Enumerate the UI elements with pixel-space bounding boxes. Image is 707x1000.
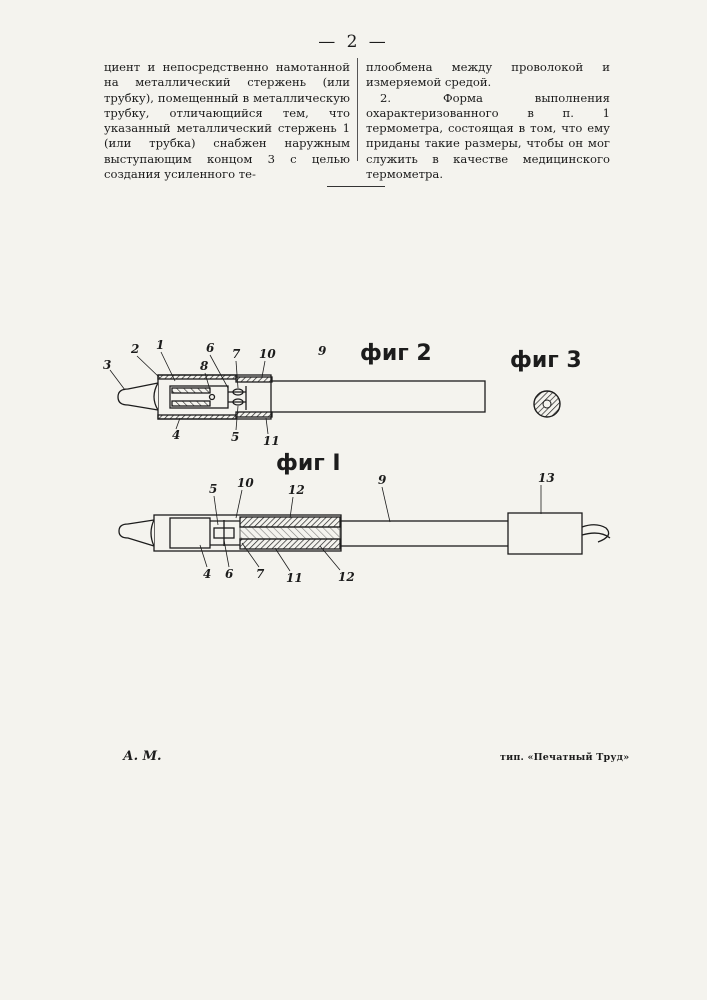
fig1-label-7: 7 bbox=[256, 567, 265, 581]
fig2-label-10: 10 bbox=[259, 347, 276, 361]
fig2-label-1: 1 bbox=[156, 338, 164, 352]
fig1-label-11: 11 bbox=[286, 571, 303, 585]
fig3-title: фиг 3 bbox=[510, 348, 582, 373]
footer-printer: тип. «Печатный Труд» bbox=[500, 752, 629, 763]
fig2-label-2: 2 bbox=[130, 342, 139, 356]
fig2-title: фиг 2 bbox=[360, 341, 432, 366]
footer-initials: А. М. bbox=[123, 749, 162, 764]
fig2-label-7: 7 bbox=[232, 347, 241, 361]
fig1-label-6: 6 bbox=[225, 567, 234, 581]
fig1-label-4: 4 bbox=[203, 567, 211, 581]
fig1-label-9: 9 bbox=[378, 473, 387, 487]
fig2-label-9: 9 bbox=[318, 344, 327, 358]
fig2-label-11: 11 bbox=[263, 434, 280, 448]
fig1-label-5: 5 bbox=[209, 482, 217, 496]
fig1-label-13: 13 bbox=[538, 471, 555, 485]
fig2-label-6: 6 bbox=[206, 341, 215, 355]
figure-3-cross-section bbox=[534, 391, 560, 417]
fig1-label-12-bottom: 12 bbox=[338, 570, 355, 584]
fig1-title: фиг I bbox=[276, 451, 341, 476]
fig2-label-3: 3 bbox=[103, 358, 111, 372]
fig2-label-8: 8 bbox=[200, 359, 209, 373]
fig2-label-5: 5 bbox=[231, 430, 239, 444]
figure-1 bbox=[119, 513, 610, 554]
fig1-label-12-top: 12 bbox=[288, 483, 305, 497]
figure-2 bbox=[118, 375, 485, 419]
fig1-label-10: 10 bbox=[237, 476, 254, 490]
fig2-label-4: 4 bbox=[172, 428, 180, 442]
